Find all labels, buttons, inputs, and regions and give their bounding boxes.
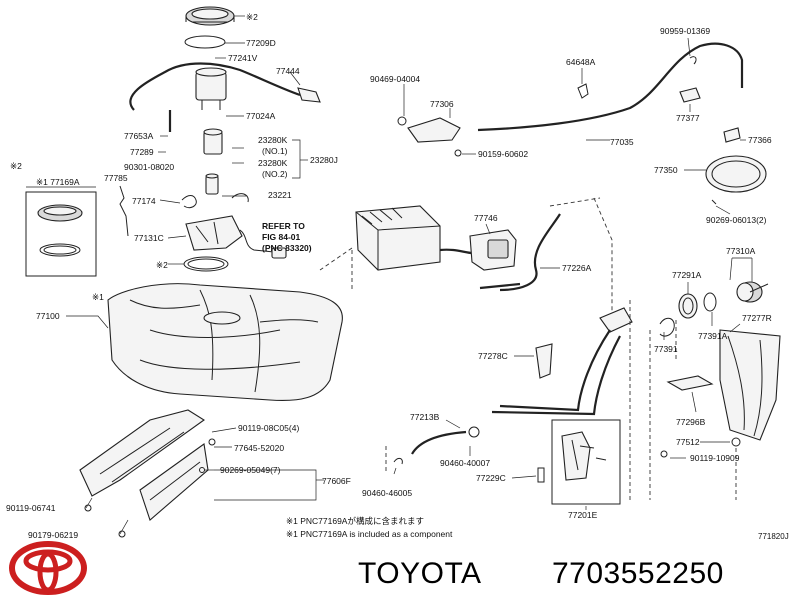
- label-ring-mid: ※2: [156, 260, 168, 270]
- label-77746: 77746: [474, 213, 498, 223]
- label-77024A: 77024A: [246, 111, 276, 121]
- label-ring-top: ※2: [246, 12, 258, 22]
- label-90269-05049: 90269-05049(7): [220, 465, 281, 475]
- fuel-pump-assembly-drawing: [129, 6, 321, 272]
- label-77606F: 77606F: [322, 476, 351, 486]
- label-no1: (NO.1): [262, 146, 288, 156]
- tank-protector-drawing: [79, 409, 324, 538]
- label-77131C: 77131C: [134, 233, 164, 243]
- label-77201E: 77201E: [568, 510, 598, 520]
- label-77289: 77289: [130, 147, 154, 157]
- filler-neck-drawing: [385, 257, 781, 510]
- label-77226A: 77226A: [562, 263, 592, 273]
- label-90119-10909: 90119-10909: [690, 453, 740, 463]
- refer-line-2: FIG 84-01: [262, 232, 301, 242]
- label-77350: 77350: [654, 165, 678, 175]
- label-77653A: 77653A: [124, 131, 154, 141]
- label-77229C: 77229C: [476, 473, 506, 483]
- diagram-code: 771820J: [758, 532, 789, 541]
- label-90469: 90469-04004: [370, 74, 420, 84]
- refer-line-1: REFER TO: [262, 221, 305, 231]
- label-77310A: 77310A: [726, 246, 756, 256]
- part-number: 7703552250: [552, 557, 724, 590]
- label-77100-mark: ※1: [92, 292, 104, 302]
- label-90159: 90159-60602: [478, 149, 528, 159]
- label-77277R: 77277R: [742, 313, 772, 323]
- label-23221: 23221: [268, 190, 292, 200]
- refer-line-3: (PNC 83320): [262, 243, 312, 253]
- label-77377: 77377: [676, 113, 700, 123]
- brand-name: TOYOTA: [358, 557, 482, 590]
- label-90301: 90301-08020: [124, 162, 174, 172]
- label-77306: 77306: [430, 99, 454, 109]
- label-77035: 77035: [610, 137, 634, 147]
- label-77213B: 77213B: [410, 412, 440, 422]
- fuel-tank-drawing: [66, 283, 343, 401]
- label-77291A: 77291A: [672, 270, 702, 280]
- label-77391: 77391: [654, 344, 678, 354]
- label-90269-06013: 90269-06013(2): [706, 215, 767, 225]
- part-labels: ※2 77209D 77241V 77444 77024A 77653A 772…: [6, 12, 789, 541]
- label-77278C: 77278C: [478, 351, 508, 361]
- label-77444: 77444: [276, 66, 300, 76]
- label-77296B: 77296B: [676, 417, 706, 427]
- kit-box: [25, 186, 97, 277]
- note-english: ※1 PNC77169A is included as a component: [286, 529, 453, 539]
- label-64648A: 64648A: [566, 57, 596, 67]
- label-90460-46005: 90460-46005: [362, 488, 412, 498]
- label-77645: 77645-52020: [234, 443, 284, 453]
- toyota-logo: [9, 541, 87, 595]
- note-japanese: ※1 PNC77169Aが構成に含まれます: [286, 516, 424, 526]
- label-90959: 90959-01369: [660, 26, 710, 36]
- label-77785: 77785: [104, 173, 128, 183]
- kit-title: ※1 77169A: [36, 177, 80, 187]
- fuel-lid-opener-drawing: [397, 37, 767, 215]
- label-77391A: 77391A: [698, 331, 728, 341]
- label-no2: (NO.2): [262, 169, 288, 179]
- label-77241V: 77241V: [228, 53, 258, 63]
- label-77512: 77512: [676, 437, 700, 447]
- label-77366: 77366: [748, 135, 772, 145]
- label-77209D: 77209D: [246, 38, 276, 48]
- clip-77785-drawing: [119, 185, 129, 237]
- label-90179: 90179-06219: [28, 530, 78, 540]
- label-90119-06741: 90119-06741: [6, 503, 56, 513]
- label-23280J: 23280J: [310, 155, 338, 165]
- label-90460-40007: 90460-40007: [440, 458, 490, 468]
- label-23280K1: 23280K: [258, 135, 288, 145]
- label-23280K2: 23280K: [258, 158, 288, 168]
- label-77174: 77174: [132, 196, 156, 206]
- kit-header: ※2: [10, 161, 22, 171]
- charcoal-canister-drawing: [319, 197, 613, 316]
- label-77100: 77100: [36, 311, 60, 321]
- label-90119-08C05: 90119-08C05(4): [238, 423, 299, 433]
